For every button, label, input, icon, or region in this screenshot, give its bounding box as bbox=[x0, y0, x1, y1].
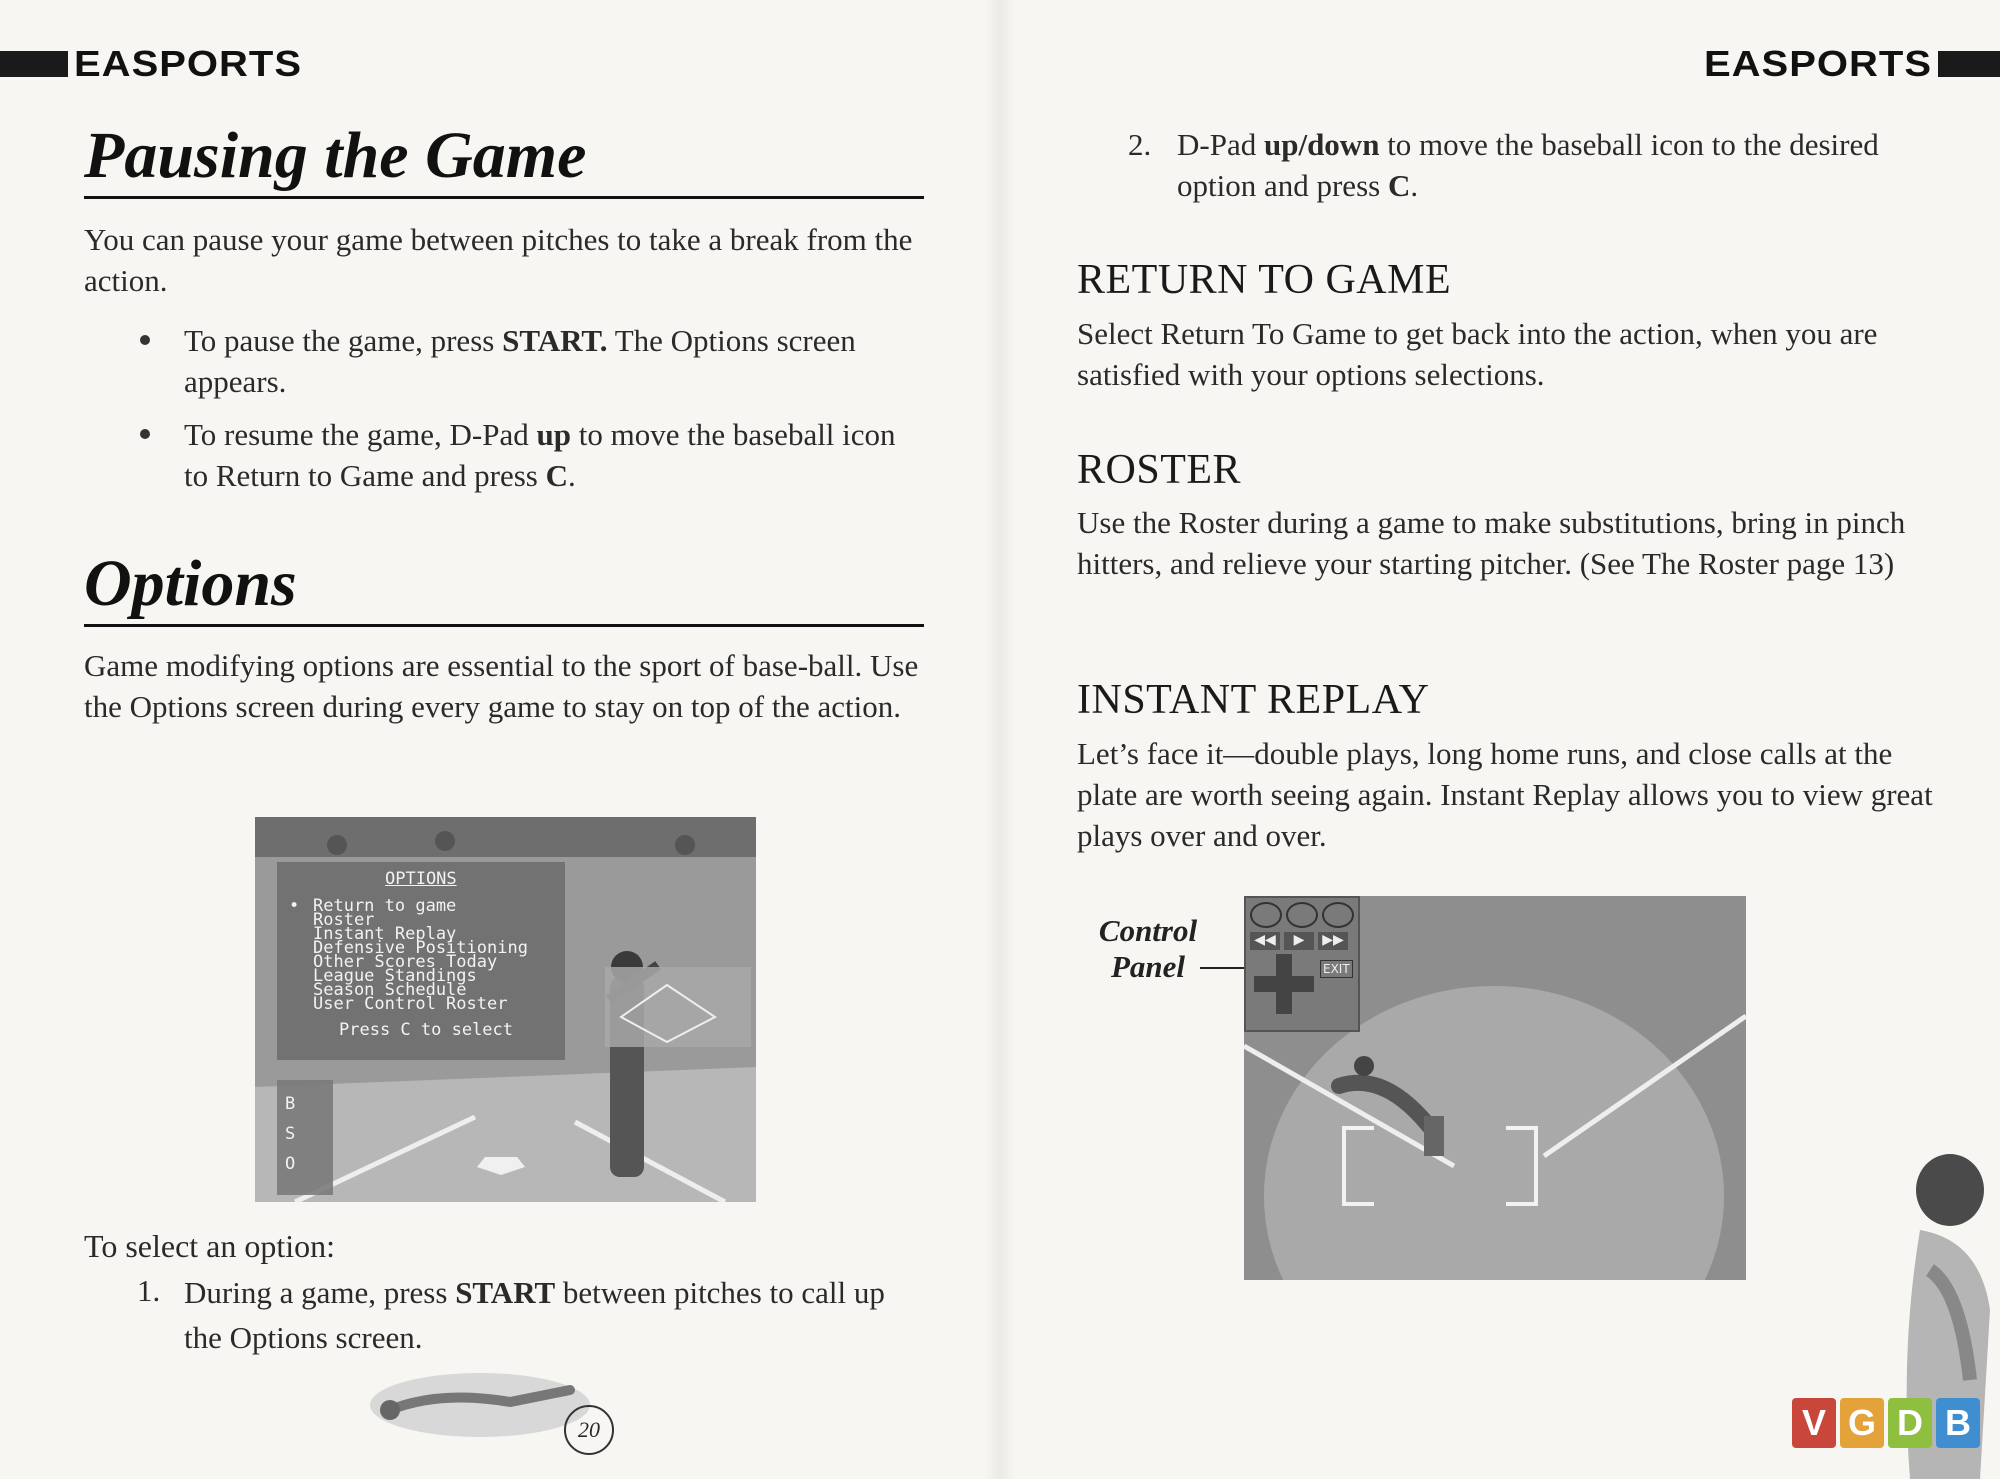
text: to move the baseball icon to the desired… bbox=[1177, 127, 1879, 203]
watermark-letter-g: G bbox=[1840, 1398, 1884, 1448]
options-menu-title: OPTIONS bbox=[385, 869, 457, 889]
control-panel-callout: Control Panel bbox=[1088, 913, 1208, 985]
options-menu-box bbox=[277, 862, 565, 1060]
text: The Options screen appears. bbox=[184, 323, 856, 399]
menu-item-roster[interactable]: Roster bbox=[313, 910, 375, 930]
key-up: up bbox=[536, 417, 571, 452]
menu-item-season-schedule[interactable]: Season Schedule bbox=[313, 980, 467, 1000]
key-c: C bbox=[1387, 168, 1411, 203]
callout-line-2: Panel bbox=[1110, 949, 1186, 984]
bullet-resume-instruction: To resume the game, D-Pad up to move the… bbox=[184, 414, 924, 496]
bullet-dot bbox=[140, 429, 150, 439]
ea-sports-logo-right: EASPORTS bbox=[1704, 42, 2000, 86]
count-balls: B bbox=[285, 1094, 296, 1114]
text: . bbox=[1410, 168, 1419, 203]
options-menu-list: Return to game Roster Instant Replay Def… bbox=[313, 896, 528, 1014]
logo-bar bbox=[1938, 51, 2000, 77]
rewind-icon[interactable]: ◀◀ bbox=[1250, 932, 1280, 950]
step-2-number: 2. bbox=[1128, 127, 1152, 162]
heading-pausing-the-game: Pausing the Game bbox=[84, 119, 587, 192]
watermark-letter-b: B bbox=[1936, 1398, 1980, 1448]
fast-forward-icon[interactable]: ▶▶ bbox=[1318, 932, 1348, 950]
text: During a game, press bbox=[184, 1275, 456, 1310]
section-title-roster: ROSTER bbox=[1077, 447, 1242, 493]
heading-options: Options bbox=[84, 547, 297, 620]
baseball-cursor-icon: • bbox=[289, 896, 300, 916]
section-title-return-to-game: RETURN TO GAME bbox=[1077, 257, 1452, 303]
options-intro-text: Game modifying options are essential to … bbox=[84, 648, 919, 724]
callout-pointer-line bbox=[1200, 967, 1250, 969]
section-text-roster: Use the Roster during a game to make sub… bbox=[1077, 505, 1906, 581]
watermark-letter-v: V bbox=[1792, 1398, 1836, 1448]
camera-icon[interactable] bbox=[1322, 902, 1354, 928]
key-up-down: up/down bbox=[1263, 127, 1380, 162]
text: D-Pad bbox=[1177, 127, 1264, 162]
replay-camera-buttons bbox=[1246, 898, 1358, 932]
text: to move the baseball icon to Return to G… bbox=[184, 417, 896, 493]
vgdb-watermark: V G D B bbox=[1792, 1398, 1980, 1448]
logo-text: EASPORTS bbox=[74, 43, 303, 84]
menu-item-league-standings[interactable]: League Standings bbox=[313, 966, 477, 986]
select-option-heading: To select an option: bbox=[84, 1228, 336, 1264]
menu-item-instant-replay[interactable]: Instant Replay bbox=[313, 924, 457, 944]
replay-control-panel: ◀◀ ▶ ▶▶ EXIT bbox=[1244, 896, 1360, 1032]
logo-bar bbox=[0, 51, 68, 77]
section-text-instant-replay: Let’s face it—double plays, long home ru… bbox=[1077, 736, 1933, 853]
menu-item-other-scores[interactable]: Other Scores Today bbox=[313, 952, 498, 972]
replay-playback-buttons: ◀◀ ▶ ▶▶ bbox=[1246, 932, 1358, 950]
step-1-text: During a game, press START between pitch… bbox=[184, 1270, 924, 1360]
camera-icon[interactable] bbox=[1286, 902, 1318, 928]
step-2-text: D-Pad up/down to move the baseball icon … bbox=[1177, 124, 1897, 206]
step-1-number: 1. bbox=[137, 1273, 161, 1308]
section-text-return-to-game: Select Return To Game to get back into t… bbox=[1077, 316, 1878, 392]
text: between pitches to call up the Options s… bbox=[184, 1275, 885, 1355]
text: . bbox=[567, 458, 576, 493]
count-strikes: S bbox=[285, 1124, 296, 1144]
heading-rule bbox=[84, 624, 924, 627]
bullet-dot bbox=[140, 335, 150, 345]
instant-replay-screenshot: ◀◀ ▶ ▶▶ EXIT bbox=[1244, 896, 1746, 1280]
section-title-instant-replay: INSTANT REPLAY bbox=[1077, 677, 1430, 723]
exit-button[interactable]: EXIT bbox=[1320, 960, 1353, 978]
sliding-player-illustration bbox=[370, 1373, 590, 1437]
key-c: C bbox=[545, 458, 568, 493]
options-menu-prompt: Press C to select bbox=[339, 1020, 513, 1040]
menu-item-user-control-roster[interactable]: User Control Roster bbox=[313, 994, 508, 1014]
ea-sports-logo-left: EASPORTS bbox=[0, 42, 302, 86]
count-indicator: B S O bbox=[285, 1089, 295, 1179]
bullet-pause-instruction: To pause the game, press START. The Opti… bbox=[184, 320, 924, 402]
callout-line-1: Control bbox=[1098, 913, 1198, 948]
text: To pause the game, press bbox=[184, 323, 503, 358]
logo-text: EASPORTS bbox=[1703, 43, 1932, 84]
pausing-intro-text: You can pause your game between pitches … bbox=[84, 222, 913, 298]
menu-item-return-to-game[interactable]: Return to game bbox=[313, 896, 457, 916]
options-screenshot: OPTIONS • Return to game Roster Instant … bbox=[255, 817, 756, 1202]
page-number-20: 20 bbox=[564, 1405, 614, 1455]
menu-item-defensive-positioning[interactable]: Defensive Positioning bbox=[313, 938, 528, 958]
camera-icon[interactable] bbox=[1250, 902, 1282, 928]
count-outs: O bbox=[285, 1154, 296, 1174]
key-start: START bbox=[455, 1275, 556, 1310]
dpad-icon[interactable] bbox=[1254, 954, 1314, 1014]
page-gutter bbox=[985, 0, 1015, 1479]
right-page: EASPORTS 2. D-Pad up/down to move the ba… bbox=[1000, 0, 2000, 1479]
left-page: EASPORTS Pausing the Game You can pause … bbox=[0, 0, 990, 1479]
watermark-letter-d: D bbox=[1888, 1398, 1932, 1448]
text: To resume the game, D-Pad bbox=[184, 417, 537, 452]
play-icon[interactable]: ▶ bbox=[1284, 932, 1314, 950]
heading-rule bbox=[84, 196, 924, 199]
key-start: START. bbox=[502, 323, 608, 358]
